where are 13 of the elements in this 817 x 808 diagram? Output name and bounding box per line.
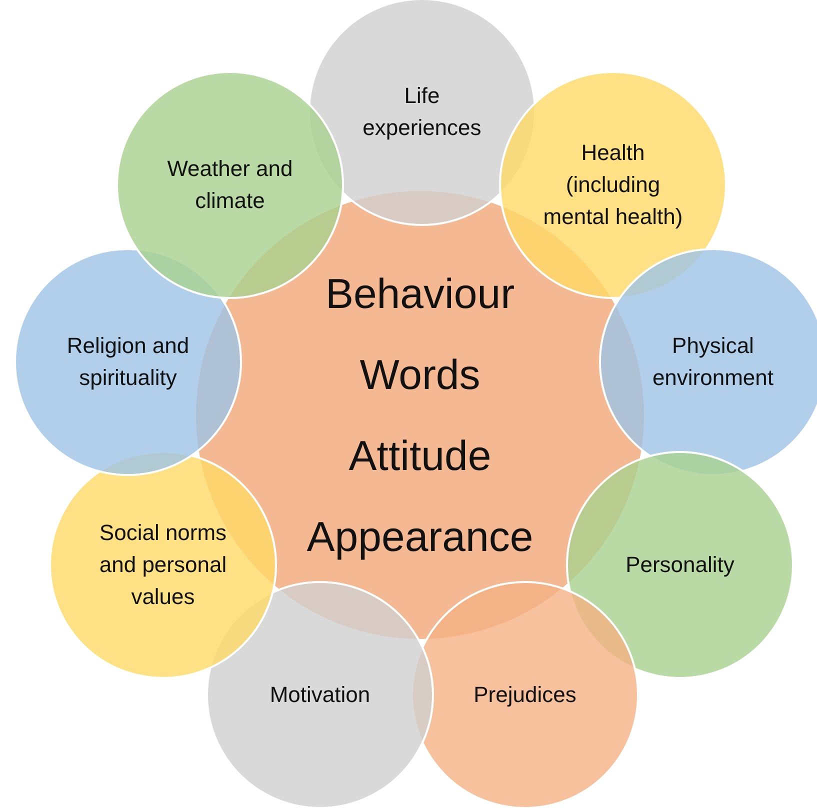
factor-label: Religion and spirituality: [66, 332, 190, 392]
factor-label: Prejudices: [474, 680, 576, 709]
factor-label: Weather and climate: [166, 154, 294, 215]
factor-label: Social norms and personal values: [98, 518, 228, 611]
center-label: Behaviour: [325, 269, 515, 319]
center-label: Attitude: [348, 431, 492, 481]
factor-label: Health (including mental health): [542, 138, 684, 231]
factor-label: Motivation: [270, 680, 370, 709]
center-label: Appearance: [306, 512, 534, 562]
factor-label: Physical environment: [651, 332, 775, 392]
factor-label: Life experiences: [362, 82, 482, 142]
center-label: Words: [360, 350, 480, 400]
factor-label: Personality: [626, 550, 734, 579]
